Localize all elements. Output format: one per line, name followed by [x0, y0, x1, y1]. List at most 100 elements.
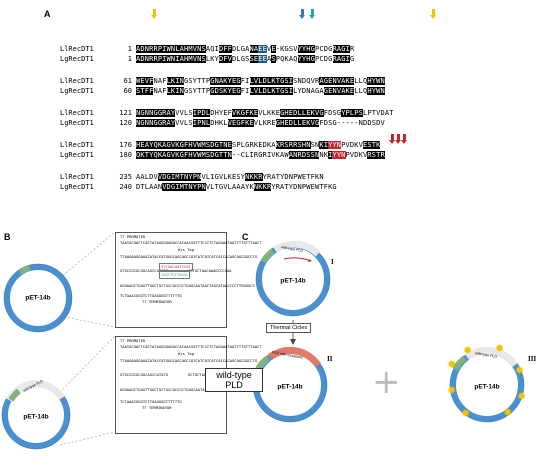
plasmid-b2: [1, 380, 71, 450]
sequence-start-position: 120: [119, 119, 132, 127]
residue-segment: DLGA: [232, 45, 250, 53]
t7-terminator-label: T7 TERMINATOR: [142, 299, 172, 304]
residue-segment: LPTVDAT: [363, 109, 394, 117]
panel-label-c: C: [242, 232, 249, 242]
sequence-start-position: 240: [119, 183, 132, 191]
residue-segment: LAHMVNS: [175, 45, 206, 53]
residue-segment: R: [349, 45, 355, 53]
residue-segment: AQI: [205, 45, 219, 53]
residue-segment: G: [349, 55, 355, 63]
residue-segment: VLKRE: [253, 119, 276, 127]
sequence-start-position: 176: [119, 141, 132, 149]
residue-segment: HEAYQKAGVKG: [136, 141, 185, 149]
roman-ii: II: [327, 355, 333, 363]
sequence-start-position: 235: [119, 173, 132, 181]
sequence-residues: QKTYQKAGVKGFHVWMSDGTTN--CLIRGRIVKAWANRDS…: [136, 151, 385, 159]
sequence-start-position: 61: [123, 77, 132, 85]
sequence-line: AGGAAGCTGAGTTGGCTGCTGCCACCGCTGAGCAATAACT…: [120, 283, 255, 288]
sequence-line: GCTGCTAACAAAGCCCGAA: [188, 268, 232, 273]
sequence-line: TCTAAACGGGTCTTGAGGGGTTTTTTG: [120, 399, 182, 404]
residue-segment: LVLDLKTGSI: [249, 77, 294, 85]
residue-segment: VVLS: [175, 119, 193, 127]
residue-segment: NKKR: [245, 173, 263, 181]
sequence-name: LlRecDT1: [60, 77, 94, 85]
mutation-star-icon: ✹: [447, 359, 457, 371]
residue-segment: NGNNGGRAY: [136, 109, 176, 117]
connector-line: [59, 231, 116, 279]
residue-segment: VLIGVLKESY: [201, 173, 246, 181]
residue-segment: VLKKE: [258, 109, 281, 117]
plasmid-c2-label: pET-14b: [277, 383, 303, 391]
residue-segment: DHKL: [210, 119, 228, 127]
residue-segment: VDGIMTNYPN: [162, 183, 206, 191]
residue-segment: ADNRRPIWN: [136, 45, 176, 53]
residue-segment: -----: [336, 119, 359, 127]
sequence-name: LlRecDT1: [60, 109, 94, 117]
residue-segment: E: [258, 45, 263, 53]
plasmid-c1-label: pET-14b: [280, 277, 306, 285]
residue-segment: GDSKYEG: [210, 87, 241, 95]
connector-line: [59, 335, 116, 393]
vector-sequence-box: T7 PROMOTER TAATACGACTCACTATAGGGGAGACCAC…: [115, 232, 262, 328]
panel-label-b: B: [4, 232, 11, 242]
sequence-residues: NGNNGGRAYVVLSIPNLDHKLVEGFKEVLKREGHEDLLEK…: [136, 119, 385, 127]
residue-segment: I: [328, 151, 333, 159]
sequence-name: LgRecDT1: [60, 151, 94, 159]
sequence-line: TTAAGAAGGAGATATACCATGGGCAGCAGCCATCATCATC…: [120, 358, 258, 363]
residue-segment: LYDNAGA: [293, 87, 324, 95]
sequence-start-position: 1: [127, 55, 132, 63]
residue-segment: VEGFKE: [227, 119, 254, 127]
his-tag-label: His Tag: [178, 247, 195, 252]
residue-segment: SNDQVR: [293, 77, 320, 85]
t7-promoter-label: T7 PROMOTER: [120, 234, 146, 239]
residue-segment: DTLAAN: [136, 183, 163, 191]
residue-segment: E: [258, 55, 263, 63]
mutation-star-icon: ✹: [495, 343, 505, 355]
roman-i: I: [331, 258, 334, 266]
residue-segment: HYWN: [367, 77, 385, 85]
residue-segment: LLQ: [354, 87, 368, 95]
sequence-name: LlRecDT1: [60, 173, 94, 181]
residue-segment: FHVWMSDGTTN: [184, 151, 233, 159]
sequence-name: LgRecDT1: [60, 183, 94, 191]
residue-segment: PVDKV: [341, 141, 363, 149]
insert-top-sequence: GTCGACGATCCGT: [159, 263, 193, 271]
residue-segment: VKGFKE: [232, 109, 259, 117]
residue-segment: FI: [240, 77, 250, 85]
thermal-arrow-head: [290, 339, 296, 345]
residue-segment: NKKR: [253, 183, 272, 191]
residue-segment: GSYTTP: [184, 87, 211, 95]
residue-segment: -KGSV: [275, 45, 298, 53]
mutation-star-icon: ✹: [503, 407, 513, 419]
plasmid-c3-label: pET-14b: [474, 383, 500, 391]
residue-segment: GENVAKE: [323, 87, 355, 95]
residue-segment: PCDG: [315, 45, 333, 53]
residue-segment: YYN: [328, 141, 342, 149]
t7-terminator-label: T7 TERMINATOR: [142, 405, 172, 410]
residue-segment: FDSG: [319, 119, 337, 127]
residue-segment: RAGI: [332, 45, 350, 53]
residue-segment: VLTGVLAAAYK: [205, 183, 254, 191]
residue-segment: WEVF: [136, 77, 154, 85]
residue-segment: IAHMVNS: [175, 55, 206, 63]
residue-segment: VVLS: [175, 109, 193, 117]
sequence-start-position: 60: [123, 87, 132, 95]
wild-type-pld-label: wild-type PLD: [205, 368, 263, 392]
residue-segment: E: [262, 45, 267, 53]
residue-segment: GHEDLLEKVG: [280, 109, 324, 117]
residue-segment: GHEDLLEKVG: [275, 119, 320, 127]
residue-segment: PVDKV: [345, 151, 368, 159]
plasmid-c1: [255, 240, 331, 317]
mutation-star-icon: ✹: [515, 365, 525, 377]
mutation-star-icon: ✹: [463, 345, 473, 357]
his-tag-label: His Tag: [178, 351, 195, 356]
